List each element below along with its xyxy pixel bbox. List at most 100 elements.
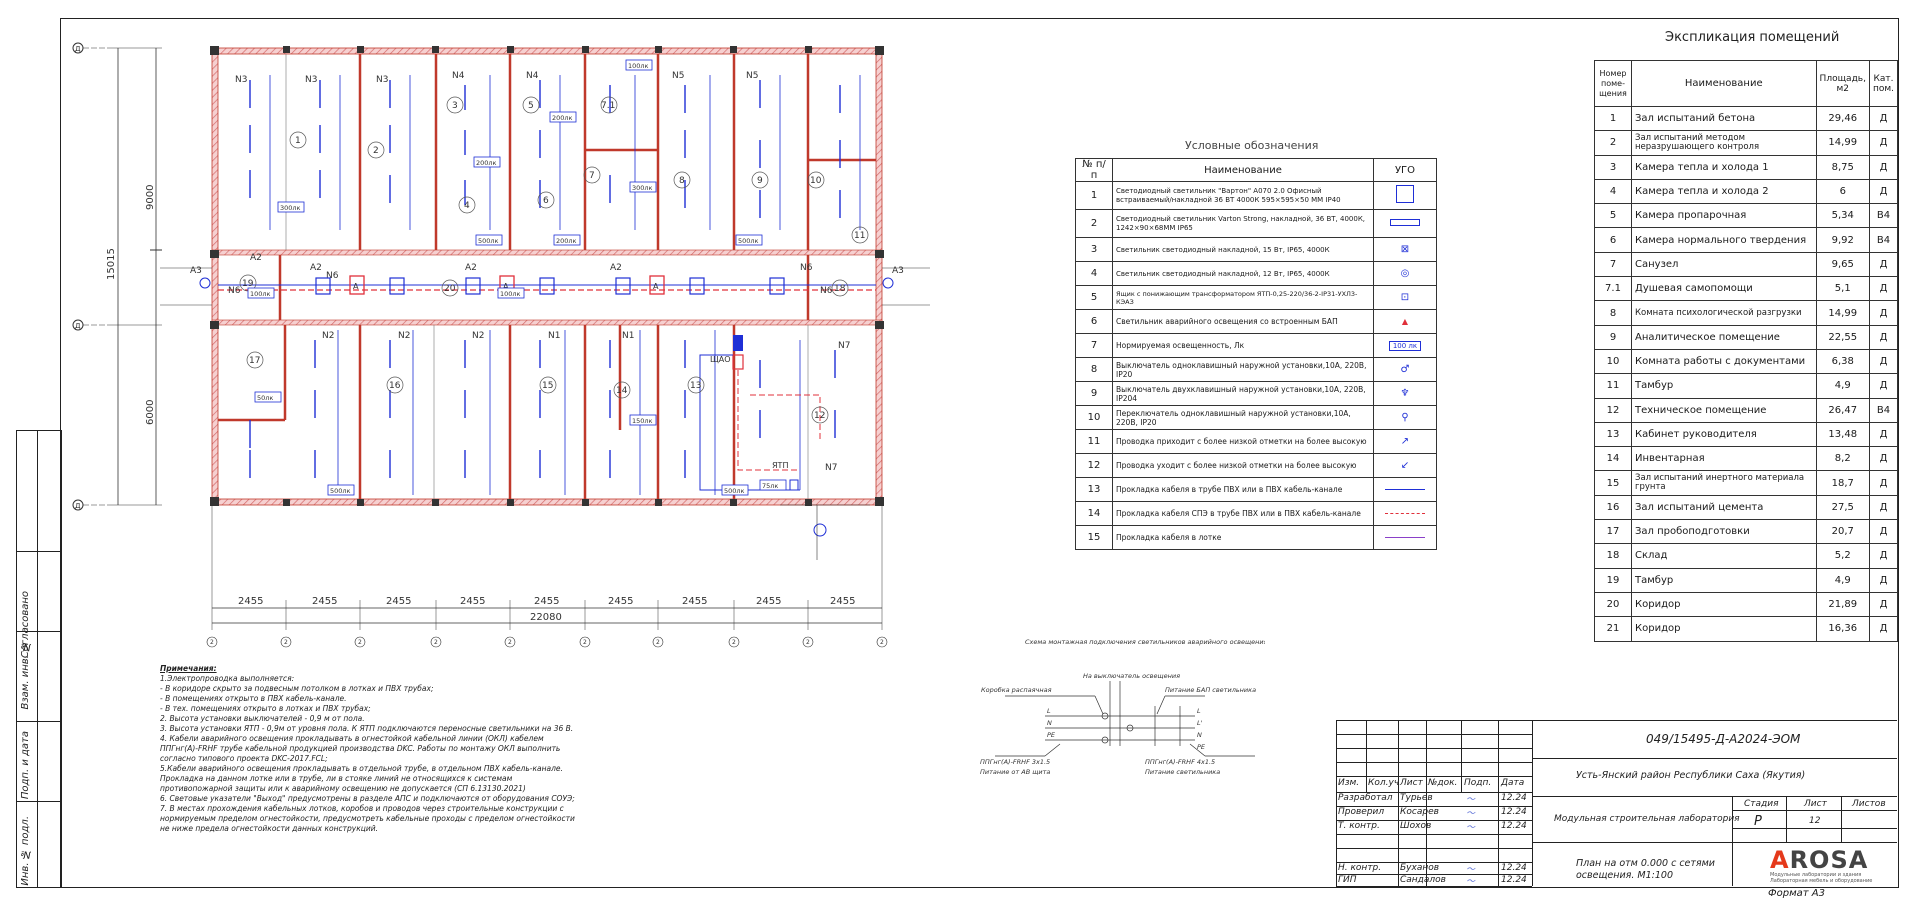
explication-cell-area: 6 bbox=[1815, 178, 1870, 205]
explication-cell-cat: Д bbox=[1868, 324, 1899, 350]
explication-cell-cat: Д bbox=[1868, 446, 1899, 472]
stamp-role-role: Т. контр. bbox=[1338, 821, 1380, 831]
svg-text:50лк: 50лк bbox=[257, 394, 273, 402]
explication-cell-area: 8,75 bbox=[1815, 154, 1870, 180]
signature-mark: ～ bbox=[1466, 877, 1476, 887]
explication-cell-no: 11 bbox=[1594, 373, 1632, 399]
explication-cell-no: 5 bbox=[1594, 203, 1632, 229]
svg-text:N2: N2 bbox=[322, 331, 334, 341]
scheme-title: Схема монтажная подключения светильников… bbox=[1025, 638, 1265, 646]
explication-cell-area: 20,7 bbox=[1815, 519, 1870, 545]
scheme-from-switch: На выключатель освещения bbox=[1083, 672, 1180, 680]
note-line: 7. В местах прохождения кабельных лотков… bbox=[160, 804, 575, 833]
svg-text:11: 11 bbox=[854, 231, 865, 241]
explication-cell-no: 10 bbox=[1594, 348, 1632, 375]
note-line: 3. Высота установки ЯТП - 0,9м от уровня… bbox=[160, 724, 574, 733]
explication-cell-name: Камера нормального твердения bbox=[1631, 227, 1817, 253]
scheme-junction: Коробка распаячная bbox=[981, 686, 1052, 694]
svg-text:500лк: 500лк bbox=[330, 487, 351, 495]
explication-cell-area: 4,9 bbox=[1815, 567, 1870, 593]
axis-label: Д bbox=[75, 502, 81, 510]
explication-cell-name: Камера тепла и холода 1 bbox=[1631, 154, 1817, 180]
wire-down-icon: ↙ bbox=[1373, 453, 1437, 478]
explication-cell-cat: Д bbox=[1868, 543, 1899, 569]
round-fixture-icon: ◎ bbox=[1373, 261, 1437, 286]
svg-text:6: 6 bbox=[543, 196, 549, 206]
svg-text:A2: A2 bbox=[250, 253, 262, 263]
explication-cell-name: Комната работы с документами bbox=[1631, 348, 1817, 375]
explication-cell-cat: В4 bbox=[1868, 227, 1899, 253]
corridor: A A A A3 A2 A2 A2 A2 A3 N6 N6 bbox=[160, 253, 930, 306]
brand-logo: AROSA Модульные лаборатории и здания Лаб… bbox=[1770, 846, 1890, 884]
explication-cell-no: 4 bbox=[1594, 178, 1632, 205]
stamp-role-date: 12.24 bbox=[1501, 807, 1527, 817]
stamp-header-cell: Лист bbox=[1400, 778, 1423, 788]
svg-text:A: A bbox=[653, 282, 659, 291]
stamp-header-cell: Дата bbox=[1501, 778, 1525, 788]
columns bbox=[210, 46, 884, 506]
svg-text:N2: N2 bbox=[472, 331, 484, 341]
svg-text:2455: 2455 bbox=[534, 596, 559, 607]
svg-text:12: 12 bbox=[814, 411, 825, 421]
structural-grid bbox=[285, 54, 809, 499]
explication-cell-no: 20 bbox=[1594, 591, 1632, 618]
svg-text:500лк: 500лк bbox=[738, 237, 759, 245]
note-line: 6. Световые указатели "Выход" предусмотр… bbox=[160, 794, 575, 803]
explication-cell-cat: В4 bbox=[1868, 203, 1899, 229]
explication-cell-no: 9 bbox=[1594, 324, 1632, 350]
stamp-sheet-label: Лист bbox=[1804, 799, 1827, 809]
svg-text:10: 10 bbox=[810, 176, 822, 186]
svg-text:2455: 2455 bbox=[312, 596, 337, 607]
signature-mark: ～ bbox=[1466, 795, 1476, 805]
note-line: - В коридоре скрыто за подвесным потолко… bbox=[160, 684, 434, 693]
explication-cell-name: Коридор bbox=[1631, 616, 1817, 642]
scheme-cable1-desc: Питание от АВ щита bbox=[980, 768, 1050, 776]
svg-text:N7: N7 bbox=[825, 463, 837, 473]
lux-symbol: 100 лк bbox=[1388, 341, 1422, 351]
explication-cell-no: 12 bbox=[1594, 397, 1632, 423]
switch-double-icon: ♆ bbox=[1373, 381, 1437, 406]
explication-cell-no: 17 bbox=[1594, 519, 1632, 545]
stamp-role-role: ГИП bbox=[1338, 875, 1357, 885]
cable-pvc-icon bbox=[1385, 488, 1425, 490]
explication-cell-name: Камера тепла и холода 2 bbox=[1631, 178, 1817, 205]
explication-cell-area: 27,5 bbox=[1815, 494, 1870, 521]
svg-text:N5: N5 bbox=[746, 71, 758, 81]
svg-text:2455: 2455 bbox=[386, 596, 411, 607]
explication-cell-no: 13 bbox=[1594, 421, 1632, 448]
svg-text:PE: PE bbox=[1197, 743, 1206, 751]
stamp-role-role: Разработал bbox=[1338, 793, 1393, 803]
explication-cell-area: 5,2 bbox=[1815, 543, 1870, 569]
svg-text:13: 13 bbox=[690, 381, 701, 391]
notes-title: Примечания: bbox=[160, 664, 217, 673]
bottom-dimensions: 2455 2455 2455 2455 2455 2455 2455 2455 … bbox=[206, 505, 888, 648]
note-line: - В тех. помещениях открыто в лотках и П… bbox=[160, 704, 371, 713]
explication-cell-area: 6,38 bbox=[1815, 348, 1870, 375]
explication-cell-cat: Д bbox=[1868, 178, 1899, 205]
explication-cell-cat: Д bbox=[1868, 300, 1899, 326]
svg-text:2: 2 bbox=[284, 639, 288, 646]
svg-text:150лк: 150лк bbox=[632, 417, 653, 425]
notes-lines: 1.Электропроводка выполняется:- В коридо… bbox=[160, 674, 580, 834]
svg-text:2: 2 bbox=[373, 146, 379, 156]
explication-title: Экспликация помещений bbox=[1665, 30, 1840, 45]
explication-cell-name: Комната психологической разгрузки bbox=[1631, 300, 1817, 326]
fixtures-bottom bbox=[249, 330, 836, 495]
svg-text:9: 9 bbox=[757, 176, 763, 186]
explication-cell-name: Техническое помещение bbox=[1631, 397, 1817, 423]
svg-text:20: 20 bbox=[444, 284, 456, 294]
svg-text:200лк: 200лк bbox=[552, 114, 573, 122]
explication-cell-area: 4,9 bbox=[1815, 373, 1870, 399]
dim-height-total: 15015 bbox=[106, 248, 117, 280]
